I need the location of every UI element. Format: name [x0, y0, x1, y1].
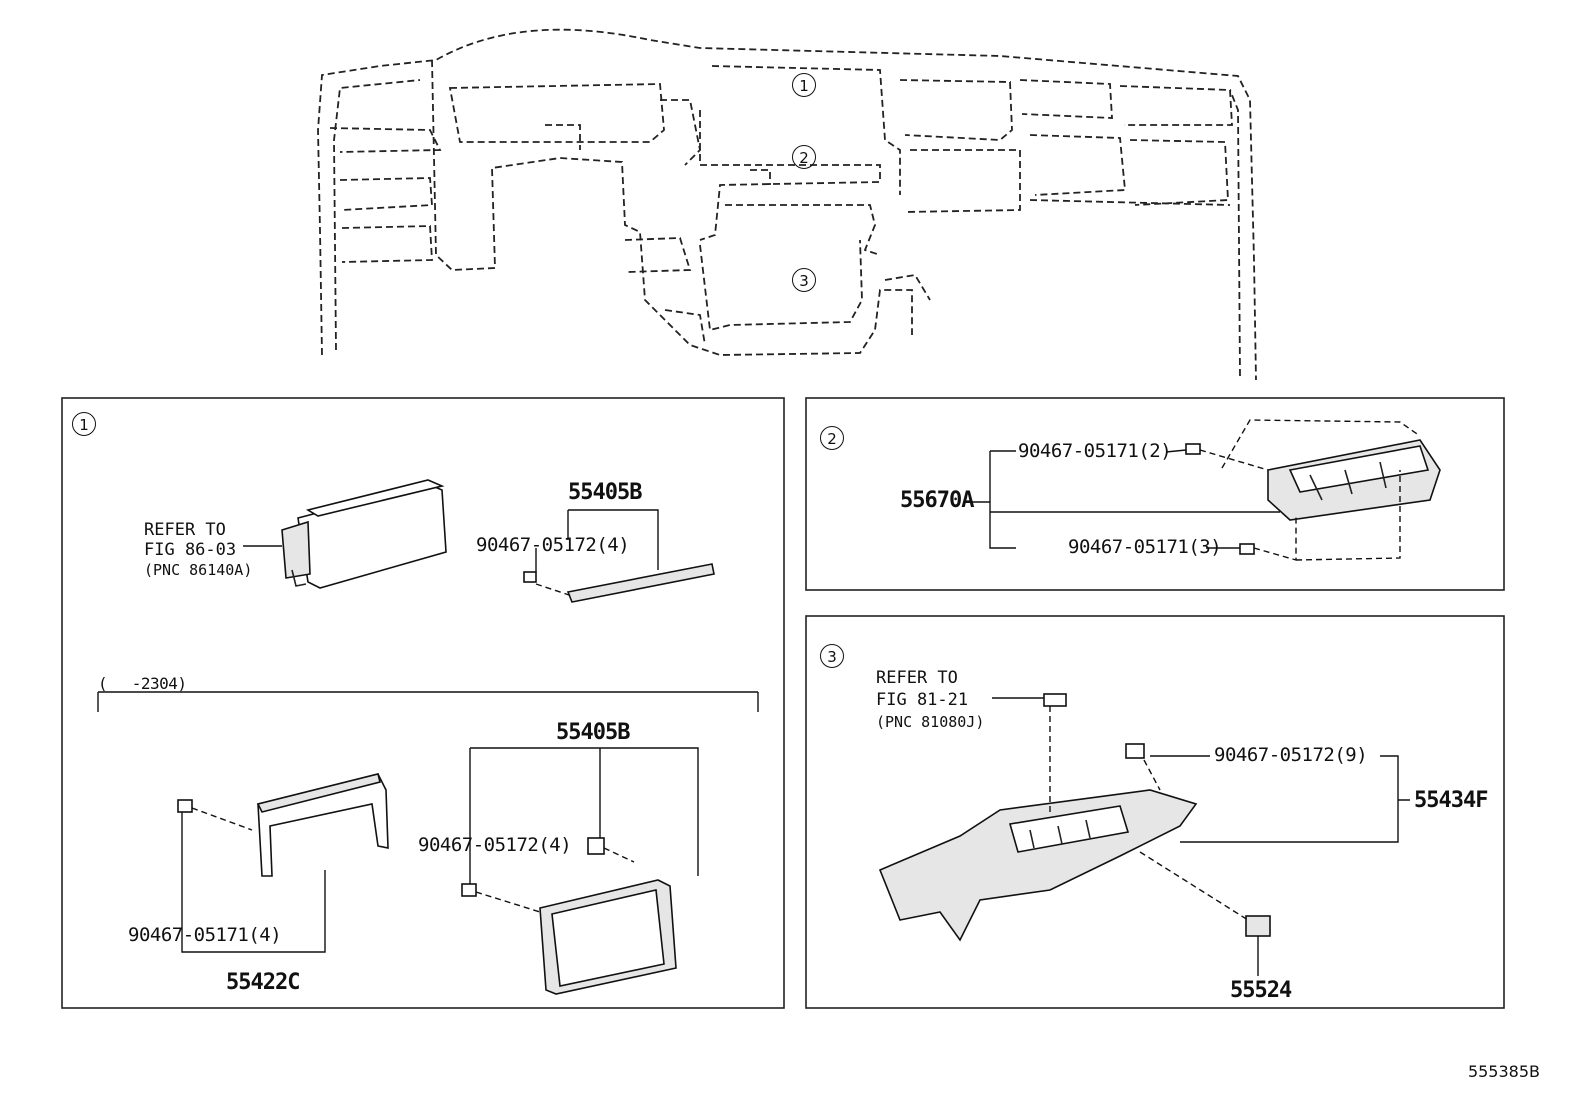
center-panel-drawing — [878, 693, 1271, 942]
bracket-upper — [568, 509, 659, 570]
part-55422c: 55422C — [226, 970, 300, 995]
dashboard-outline — [317, 28, 1257, 381]
clip-lower-label: 90467-05171(4) — [128, 924, 282, 946]
screw-lower-label: 90467-05172(4) — [418, 834, 572, 856]
callout-1-overview: 1 — [792, 73, 816, 97]
bracket-55670a — [970, 450, 1280, 549]
refer-line-2: FIG 86-03 — [144, 540, 237, 560]
panel-3-frame — [805, 615, 1505, 1009]
bracket-frame-drawing — [177, 773, 389, 877]
panel3-dash-leaders — [1049, 706, 1249, 921]
callout-3-overview: 3 — [792, 268, 816, 292]
refer-line-3: (PNC 86140A) — [144, 561, 253, 579]
variant-label: ( -2304) — [98, 674, 187, 693]
clip-bottom-label: 90467-05171(3) — [1068, 536, 1222, 558]
screw-upper-leader — [535, 583, 573, 597]
vent-dash-top — [1221, 419, 1421, 469]
screw-9-label: 90467-05172(9) — [1214, 744, 1368, 766]
part-55670a: 55670A — [900, 488, 974, 513]
callout-1-panel: 1 — [72, 412, 96, 436]
refer3-line-1: REFER TO — [876, 668, 958, 688]
trim-strip-upper-drawing — [523, 563, 715, 603]
bracket-55434f — [1180, 755, 1410, 843]
callout-2-overview: 2 — [792, 145, 816, 169]
part-55405b-lower: 55405B — [556, 720, 630, 745]
clip-leaders-2 — [1165, 449, 1240, 549]
screw-upper-label: 90467-05172(4) — [476, 534, 630, 556]
panel-1-frame — [61, 397, 785, 1009]
variant-bracket — [97, 691, 759, 712]
display-unit-drawing — [281, 479, 447, 589]
bracket-55422c — [181, 812, 326, 953]
part-55434f: 55434F — [1414, 788, 1488, 813]
part-55524: 55524 — [1230, 978, 1292, 1003]
clip-top-label: 90467-05171(2) — [1018, 440, 1172, 462]
bracket-lower-55405b — [470, 747, 699, 876]
panel-2-frame — [805, 397, 1505, 591]
refer3-line-3: (PNC 81080J) — [876, 713, 985, 731]
display-frame-drawing — [461, 837, 677, 995]
clip-lower-leader — [191, 807, 253, 831]
refer-line-1: REFER TO — [144, 520, 226, 540]
callout-2-panel: 2 — [820, 426, 844, 450]
frame-dash-leaders — [475, 847, 635, 913]
figure-code: 555385B — [1467, 1062, 1540, 1081]
refer3-line-2: FIG 81-21 — [876, 690, 969, 710]
callout-3-panel: 3 — [820, 644, 844, 668]
part-55405b-upper: 55405B — [568, 480, 642, 505]
vent-dash-leaders — [1199, 449, 1401, 561]
vent-assembly-drawing — [1185, 439, 1441, 555]
